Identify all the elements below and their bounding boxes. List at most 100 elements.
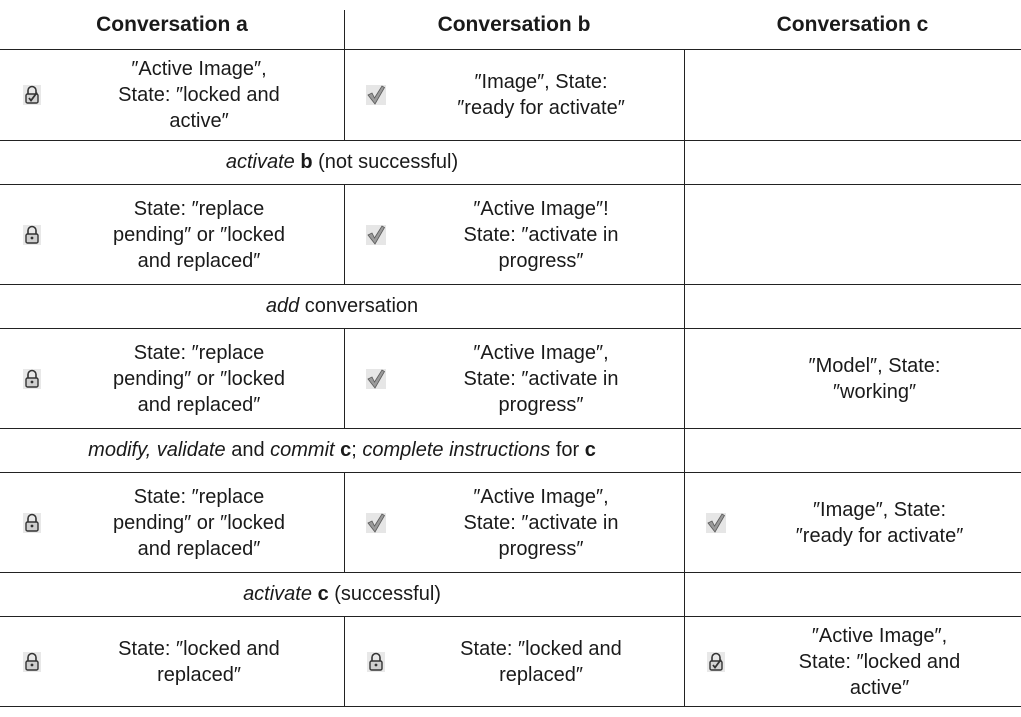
step-text: ; [351, 439, 363, 461]
padlock-icon [23, 651, 41, 672]
state-text-line: ″working″ [832, 380, 917, 403]
state-text-line: ″Active Image″, [811, 624, 948, 647]
state-text: State: ″replace pending″ or ″locked and re… [64, 340, 344, 418]
state-cell-b: State: ″locked and replaced″ [344, 617, 684, 706]
state-text-line: progress″ [498, 249, 584, 272]
state-text-line: replaced″ [499, 663, 583, 686]
column-divider [344, 50, 345, 140]
step-text: activate [243, 583, 312, 605]
state-text: ″Model″, State: ″working″ [738, 353, 1021, 405]
row-divider [0, 616, 1021, 617]
state-text-line: pending″ or ″locked [112, 367, 286, 390]
row-divider [0, 428, 1021, 429]
step-text: (not successful) [312, 151, 459, 173]
state-text-line: and replaced″ [137, 393, 261, 416]
row-divider [0, 328, 1021, 329]
state-text-line: active″ [849, 676, 910, 699]
state-text-line: replaced″ [157, 663, 241, 686]
row-divider [0, 184, 1021, 185]
state-cell-a: State: ″replace pending″ or ″locked and re… [0, 185, 344, 284]
state-icon-slot [0, 84, 64, 106]
state-cell-b: ″Active Image″, State: ″activate in progre… [344, 329, 684, 428]
column-divider [344, 617, 345, 706]
state-text-line: ″Model″, State: [808, 354, 941, 377]
column-divider [684, 285, 685, 328]
state-text-line: State: ″locked and [460, 637, 622, 660]
state-icon-slot [0, 651, 64, 673]
column-divider [684, 573, 685, 616]
row-divider [0, 472, 1021, 473]
state-text-line: ″Image″, State: [812, 498, 947, 521]
padlock-icon [23, 368, 41, 389]
column-divider [344, 473, 345, 572]
state-icon-slot [0, 512, 64, 534]
active-image-lock-icon [23, 85, 41, 105]
state-text-line: State: ″activate in [463, 367, 619, 390]
column-divider [684, 50, 685, 140]
step-text: complete instructions [362, 439, 551, 461]
padlock-icon [23, 224, 41, 245]
step-text: c [317, 583, 329, 605]
checkmark-icon [366, 512, 386, 533]
step-text: conversation [299, 295, 419, 317]
state-icon-slot [684, 651, 748, 673]
state-text-line: ″ready for activate″ [795, 524, 964, 547]
state-text-line: ″Active Image″, [473, 341, 609, 364]
column-divider [684, 185, 685, 284]
state-text: ″Image″, State: ″ready for activate″ [748, 497, 1021, 549]
state-text-line: and replaced″ [137, 537, 261, 560]
column-divider [684, 429, 685, 472]
state-text-line: State: ″replace [133, 197, 265, 220]
column-divider [344, 185, 345, 284]
state-text-line: State: ″replace [133, 341, 265, 364]
column-divider [684, 329, 685, 428]
state-icon-slot [0, 368, 64, 390]
column-divider [684, 473, 685, 572]
step-text: c [584, 439, 596, 461]
checkmark-icon [366, 368, 386, 389]
state-text-line: State: ″locked and [798, 650, 961, 673]
row-divider [0, 140, 1021, 141]
padlock-icon [367, 651, 385, 672]
column-divider [344, 10, 345, 49]
state-cell-c: ″Model″, State: ″working″ [684, 329, 1021, 428]
column-divider [344, 329, 345, 428]
state-text-line: State: ″locked and [118, 84, 280, 106]
state-text-line: State: ″activate in [463, 223, 619, 246]
state-text-line: ″Image″, State: [474, 71, 608, 93]
state-icon-slot [684, 512, 748, 534]
step-text: and [225, 439, 271, 461]
checkmark-icon [706, 512, 726, 533]
row-divider [0, 706, 1021, 707]
column-header-c: Conversation c [776, 12, 929, 36]
state-text-line: ″ready for activate″ [457, 97, 625, 119]
column-header-b: Conversation b [437, 12, 591, 36]
state-text: ″Image″, State: ″ready for activate″ [408, 69, 684, 121]
step-text: commit [270, 439, 335, 461]
state-text-line: progress″ [498, 393, 584, 416]
state-text-line: State: ″replace [133, 485, 265, 508]
step-text: c [340, 439, 352, 461]
step-text: (successful) [328, 583, 441, 605]
state-text-line: ″Active Image″, [131, 58, 267, 80]
state-text: State: ″replace pending″ or ″locked and re… [64, 196, 344, 274]
state-text-line: and replaced″ [137, 249, 261, 272]
state-text-line: pending″ or ″locked [112, 223, 286, 246]
transition-step: add conversation [0, 285, 684, 328]
transition-step: activate b (not successful) [0, 141, 684, 184]
column-divider [684, 141, 685, 184]
step-text: modify, validate [88, 439, 226, 461]
state-cell-b: ″Image″, State: ″ready for activate″ [344, 50, 684, 140]
state-cell-c [684, 50, 1021, 140]
state-icon-slot [344, 512, 408, 534]
state-text: State: ″locked and replaced″ [408, 636, 684, 688]
step-text: for [550, 439, 585, 461]
state-text: ″Active Image″, State: ″activate in progre… [408, 340, 684, 418]
step-text: activate [225, 151, 295, 173]
